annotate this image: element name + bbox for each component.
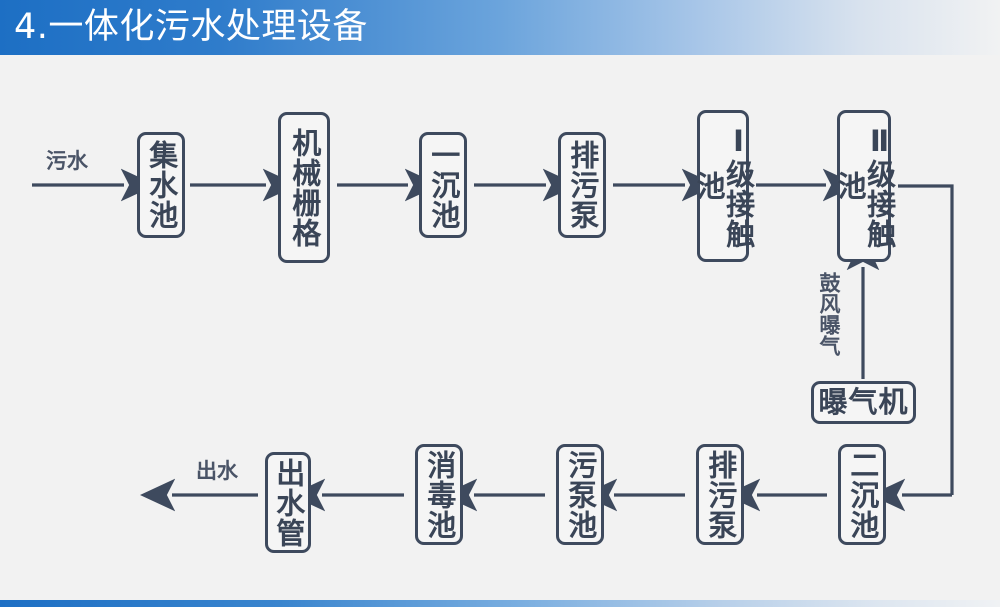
node-chushuiguan-label: 出水管 bbox=[271, 457, 306, 548]
node-paiwubeng[interactable]: 排污泵 bbox=[558, 132, 606, 238]
node-paiwubeng-label: 排污泵 bbox=[565, 140, 600, 230]
node-xiaoduchi-label: 消毒池 bbox=[422, 449, 457, 540]
node-chushuiguan[interactable]: 出水管 bbox=[265, 452, 311, 553]
node-xiaoduchi[interactable]: 消毒池 bbox=[415, 444, 463, 545]
node-yichenchi-label: 一沉池 bbox=[426, 140, 461, 230]
page-title: 4.一体化污水处理设备 bbox=[14, 7, 368, 47]
node-jixieshange[interactable]: 机械栅格 bbox=[278, 112, 330, 263]
node-erjijiechuchi-label: Ⅱ级接触池 bbox=[833, 123, 897, 249]
outlet-label: 出水 bbox=[196, 459, 238, 483]
node-jixieshange-label: 机械栅格 bbox=[287, 127, 322, 248]
slide-footer-bar bbox=[0, 600, 1000, 607]
node-wubengchi-label: 污泵池 bbox=[563, 449, 598, 540]
inlet-label: 污水 bbox=[46, 149, 88, 173]
node-jishuichi-label: 集水池 bbox=[144, 140, 179, 230]
node-yichenchi[interactable]: 一沉池 bbox=[419, 132, 467, 238]
node-puqiji-label: 曝气机 bbox=[818, 384, 909, 419]
node-erchenchi[interactable]: 二沉池 bbox=[838, 444, 886, 545]
node-yijijiechuchi[interactable]: Ⅰ级接触池 bbox=[692, 110, 756, 262]
node-paiwubeng2-label: 排污泵 bbox=[703, 449, 738, 540]
connector-erjijiechuchi-to-erchenchi bbox=[898, 184, 954, 495]
node-paiwubeng2[interactable]: 排污泵 bbox=[696, 444, 744, 545]
node-puqiji[interactable]: 曝气机 bbox=[811, 381, 916, 424]
node-yijijiechuchi-label: Ⅰ级接触池 bbox=[692, 123, 756, 249]
node-erchenchi-label: 二沉池 bbox=[845, 449, 880, 540]
node-jishuichi[interactable]: 集水池 bbox=[137, 132, 185, 238]
flow-connectors bbox=[32, 168, 954, 512]
aeration-label: 鼓风曝气 bbox=[817, 272, 841, 356]
slide-header-bar: 4.一体化污水处理设备 bbox=[0, 0, 1000, 55]
node-erjijiechuchi[interactable]: Ⅱ级接触池 bbox=[833, 110, 897, 262]
process-flow-diagram: 集水池 机械栅格 一沉池 排污泵 Ⅰ级接触池 Ⅱ级接触池 曝气机 二沉池 排污泵… bbox=[0, 55, 1000, 600]
node-wubengchi[interactable]: 污泵池 bbox=[556, 444, 604, 545]
